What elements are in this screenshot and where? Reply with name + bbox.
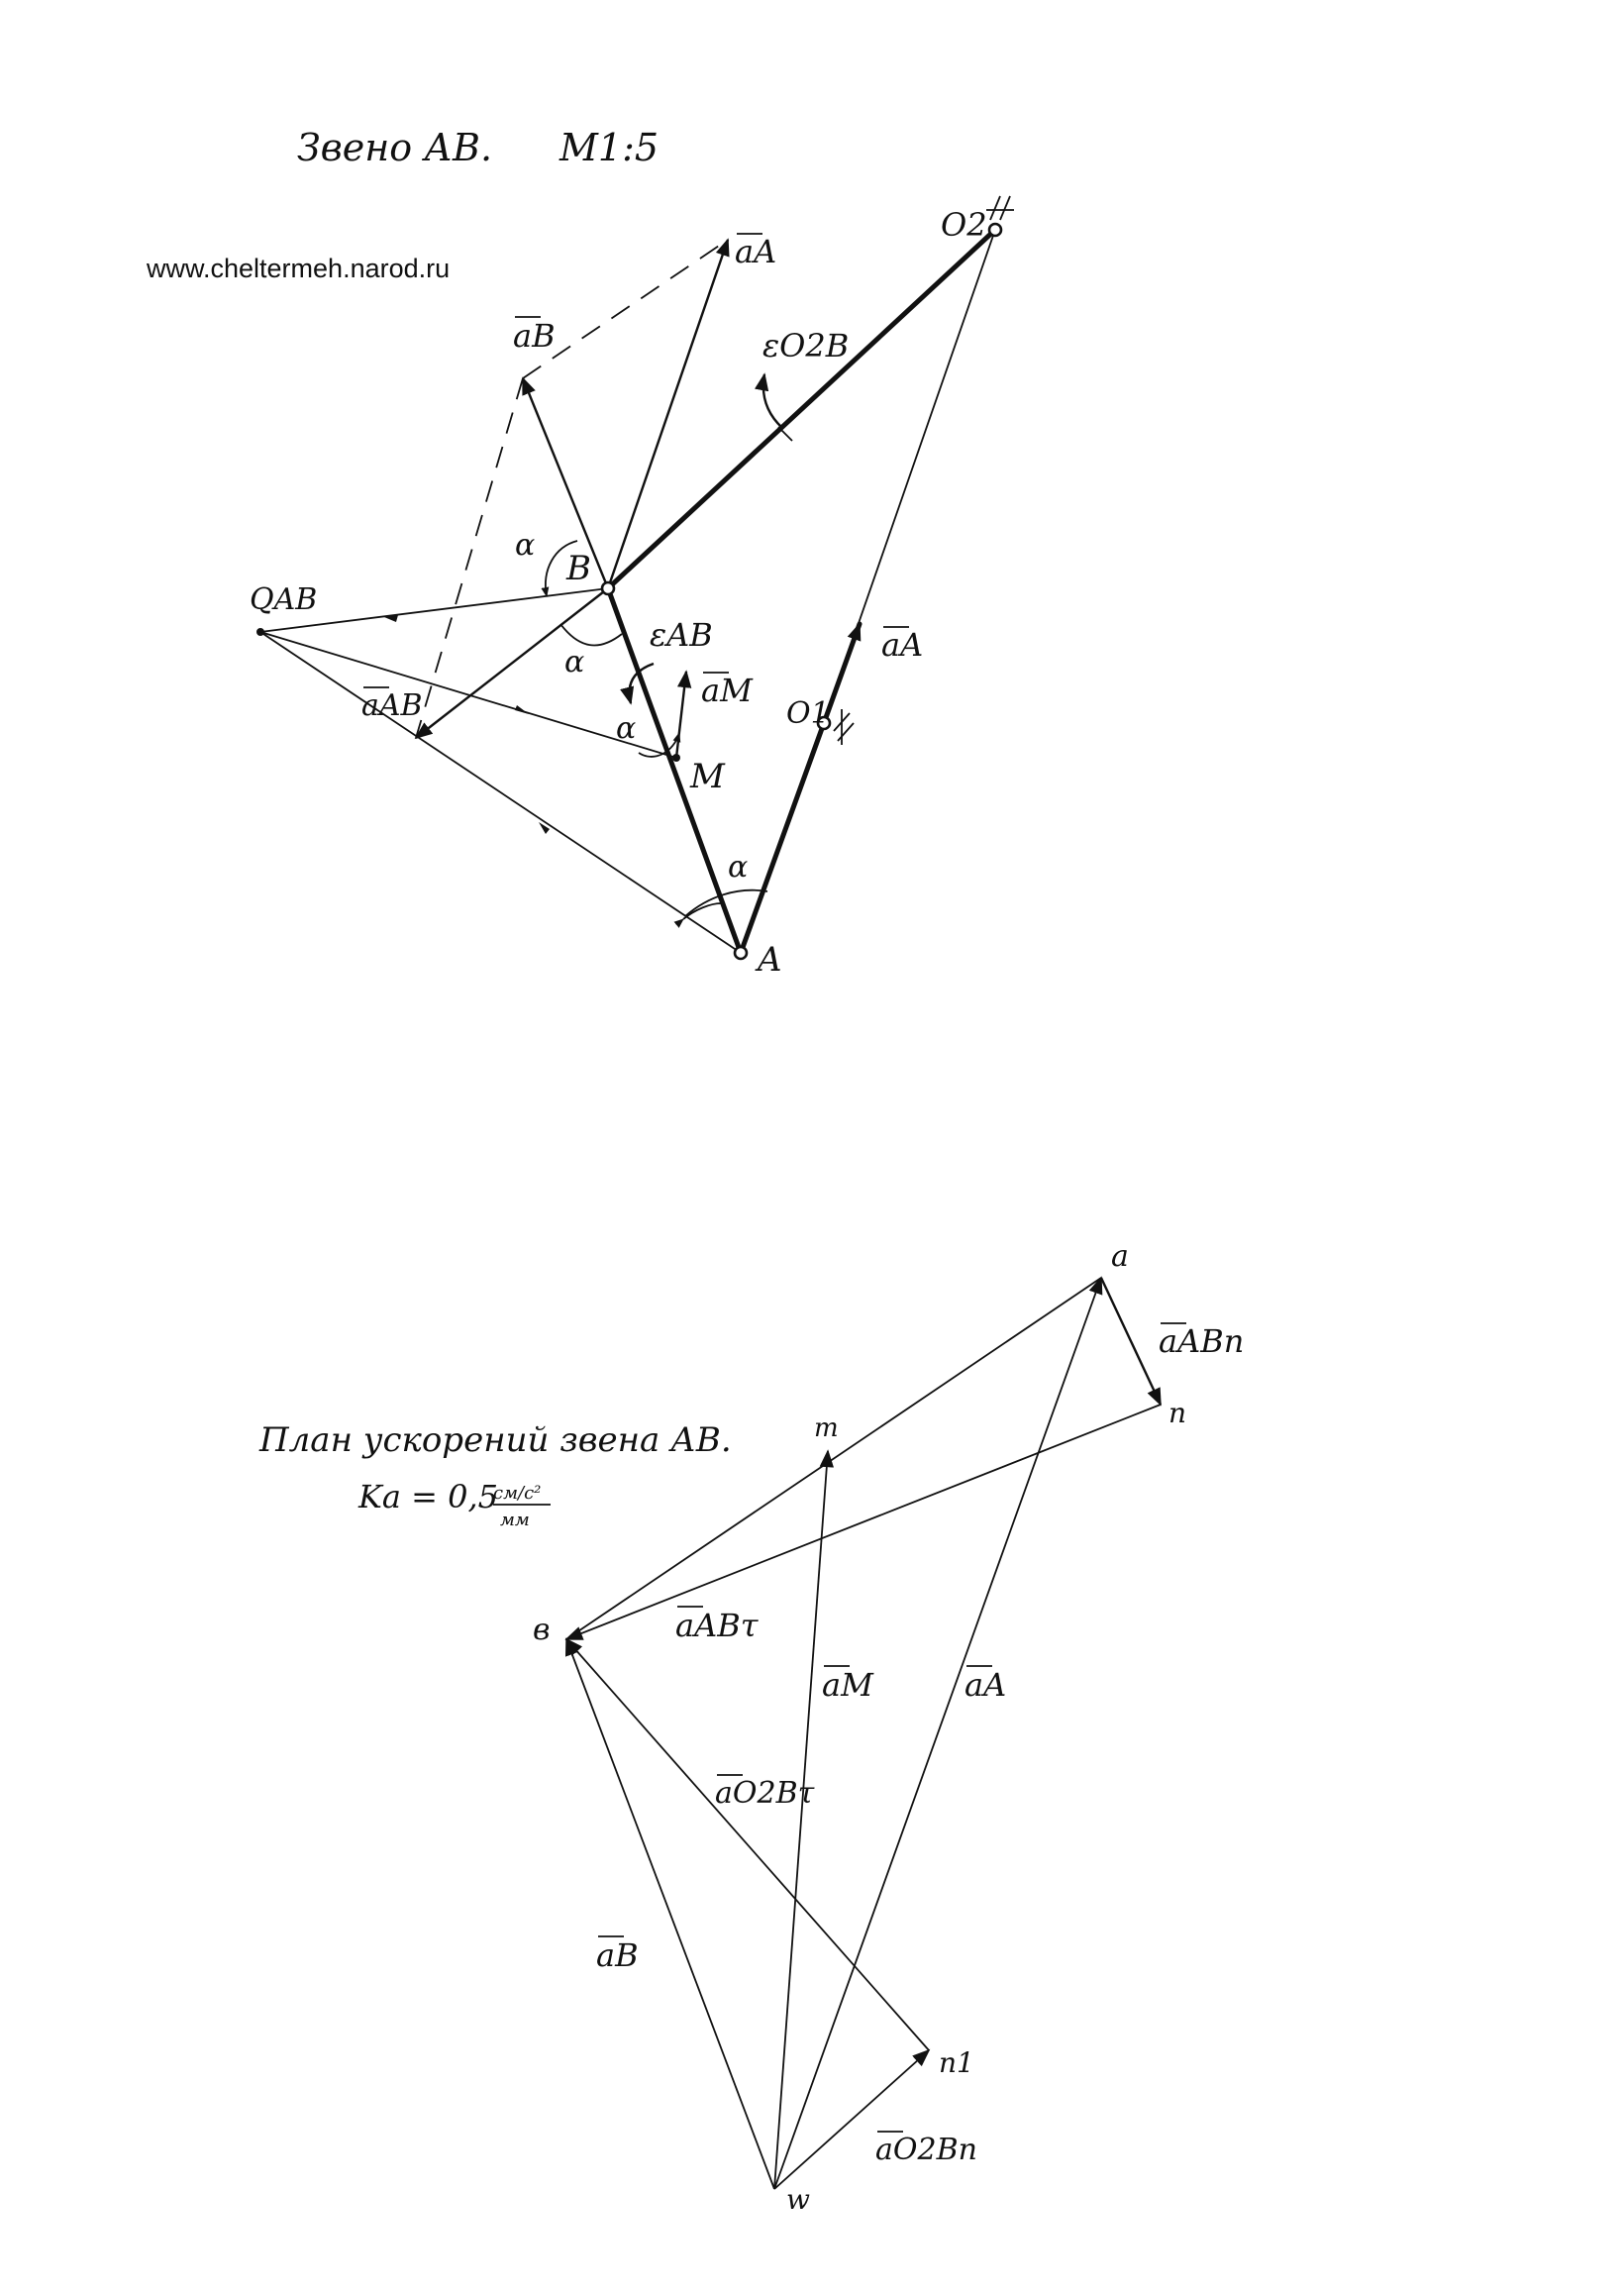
plan-point-b: в — [533, 1613, 550, 1647]
epsilon-ab-arc — [620, 662, 655, 705]
parallelogram-dash-top — [522, 239, 729, 379]
line-q-a — [259, 631, 742, 954]
angle-arc-a-left — [673, 902, 722, 928]
plan-label-aAB-n: aABn — [1159, 1322, 1244, 1360]
label-epsilon-o2b: εO2B — [762, 327, 849, 365]
point-m — [672, 754, 680, 762]
plan-title: План ускорений звена АВ. — [258, 1420, 732, 1460]
fixed-support-o1 — [833, 709, 855, 745]
title: Звено АВ. — [297, 126, 492, 169]
vector-aM — [674, 670, 692, 759]
label-epsilon-ab: εAB — [650, 616, 713, 654]
fixed-support-o2 — [986, 195, 1014, 221]
plan-label-aA: aA — [964, 1666, 1006, 1704]
label-o1: O1 — [786, 696, 830, 731]
label-vector-aA-right: aA — [881, 626, 923, 664]
angle-arc-m — [638, 732, 681, 758]
angle-alpha-b-bottom: α — [564, 645, 584, 679]
angle-alpha-m: α — [616, 711, 636, 746]
plan-label-aO2B-n: aO2Bn — [875, 2133, 977, 2167]
plan-point-a: a — [1111, 1239, 1129, 1274]
label-a: A — [755, 940, 782, 980]
joint-o1 — [816, 715, 832, 731]
arrowhead-q-m — [515, 705, 529, 714]
joint-a — [733, 945, 749, 961]
scale-label: М1:5 — [558, 126, 659, 169]
plan-point-n: n — [1168, 1397, 1186, 1429]
arrowhead-a-q — [539, 822, 550, 834]
plan-vector-aA — [773, 1276, 1103, 2190]
angle-arc-b-top — [541, 540, 578, 597]
angle-alpha-a: α — [728, 850, 748, 885]
header: Звено АВ. М1:5 www.cheltermeh.narod.ru — [146, 126, 659, 283]
epsilon-o2b-arc — [755, 372, 783, 429]
plan-point-n1: n1 — [939, 2046, 974, 2079]
acceleration-plan: План ускорений звена АВ. Ka = 0,5 см/с² … — [258, 1239, 1244, 2216]
arrowhead-b-q — [384, 615, 398, 622]
vector-aB — [521, 376, 610, 589]
label-m: M — [689, 757, 726, 796]
plan-vector-aO2B-n — [773, 2048, 931, 2190]
plan-scale-unit-denominator: мм — [500, 1510, 530, 1530]
angle-arc-b-bottom — [559, 623, 623, 647]
label-vector-aB: aB — [513, 317, 556, 355]
plan-vector-aM — [773, 1449, 835, 2190]
plan-point-w: w — [786, 2183, 810, 2216]
plan-label-aM: aM — [822, 1666, 874, 1704]
plan-vector-aAB-tau — [564, 1404, 1162, 1640]
label-vector-aM: aM — [701, 672, 754, 709]
mechanism-diagram: O2 O1 A B M QAB aA aA aB aAB aM εO2B εAB… — [250, 195, 1014, 980]
line-b-q — [259, 587, 609, 633]
plan-label-aAB-tau: aABτ — [675, 1607, 760, 1644]
plan-scale: Ka = 0,5 — [357, 1478, 498, 1515]
link-o2b — [605, 227, 998, 591]
plan-vector-aO2B-tau — [564, 1637, 930, 2051]
joint-o2 — [987, 222, 1003, 238]
link-ao1 — [738, 720, 827, 956]
website-url: www.cheltermeh.narod.ru — [146, 254, 450, 283]
vector-aAB — [414, 587, 609, 740]
label-vector-aAB: aAB — [361, 688, 423, 723]
parallelogram-dash-left — [415, 377, 524, 739]
line-q-m — [259, 631, 677, 759]
vector-aA-right — [821, 621, 863, 726]
plan-vector-aB — [564, 1637, 775, 2190]
angle-arc-a-top — [684, 888, 768, 917]
label-vector-aA-top: aA — [735, 233, 776, 270]
joint-b — [600, 580, 616, 596]
vector-aA-top — [606, 238, 730, 589]
link-ab — [605, 585, 744, 956]
plan-point-m: m — [814, 1413, 839, 1443]
plan-label-aO2B-tau: aO2Bτ — [715, 1776, 815, 1811]
plan-scale-unit-numerator: см/с² — [493, 1483, 541, 1504]
plan-vector-aAB-n — [1099, 1277, 1163, 1407]
label-o2: O2 — [941, 206, 987, 244]
angle-alpha-b-top: α — [515, 528, 535, 563]
plan-label-aB: aB — [596, 1936, 639, 1974]
label-q: QAB — [250, 582, 317, 617]
point-q — [256, 628, 264, 636]
label-b: B — [565, 549, 591, 588]
link-tick — [777, 426, 793, 442]
